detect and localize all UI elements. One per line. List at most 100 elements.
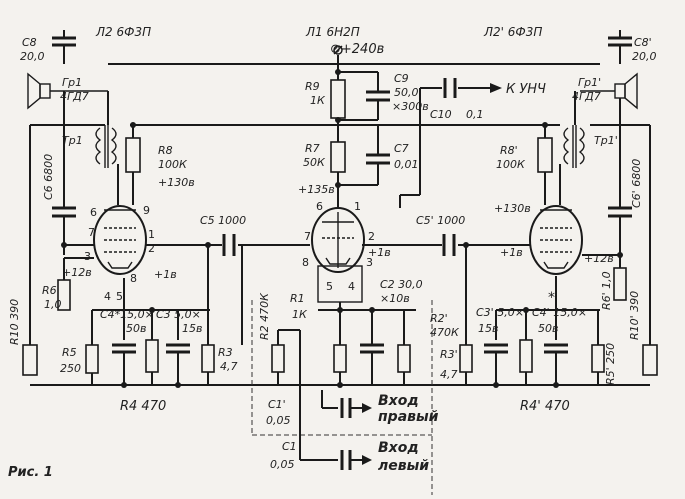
left-pin-8: 8 xyxy=(130,272,137,285)
gr1p-label: Гр1' xyxy=(578,76,601,89)
input-left-label-a: Вход xyxy=(378,440,419,456)
c8p-label: C8' xyxy=(634,36,652,49)
center-pin-4: 4 xyxy=(348,280,355,293)
c5-label: C5 1000 xyxy=(200,214,246,227)
c1-value: 0,05 xyxy=(270,458,295,471)
r7-label: R7 xyxy=(305,142,320,155)
c1-capacitor xyxy=(340,450,372,470)
r9-value: 1К xyxy=(310,94,326,107)
c2-voltage: ×10в xyxy=(380,292,410,305)
r9-label: R9 xyxy=(305,80,320,93)
r8p-value: 100К xyxy=(496,158,526,171)
r2p-value: 470К xyxy=(430,326,460,339)
center-plus135: +135в xyxy=(298,183,335,196)
c1p-value: 0,05 xyxy=(266,414,291,427)
r4-resistor xyxy=(145,339,159,373)
center-pin-6: 6 xyxy=(316,200,323,213)
right-star: * xyxy=(548,290,555,306)
left-pin-1: 1 xyxy=(148,228,155,241)
c6-capacitor xyxy=(52,91,76,255)
input-left-label-b: левый xyxy=(378,458,429,474)
r7-resistor xyxy=(330,141,346,173)
c10-capacitor xyxy=(443,78,457,98)
center-pin-1: 1 xyxy=(354,200,361,213)
c8-capacitor xyxy=(52,30,76,64)
right-output-transformer xyxy=(559,91,585,205)
right-plus130: +130в xyxy=(494,202,531,215)
left-pin-4: 4 xyxy=(104,290,111,303)
left-output-transformer xyxy=(95,91,119,205)
center-tube-label: Л1 6Н2П xyxy=(305,25,360,39)
gr1-value: 4ГД7 xyxy=(60,90,89,103)
c8-label: C8 xyxy=(22,36,37,49)
c8-value: 20,0 xyxy=(20,50,45,63)
c4-capacitor xyxy=(112,343,136,372)
center-pin-8: 8 xyxy=(302,256,309,269)
c7-capacitor xyxy=(366,125,390,178)
right-wiring xyxy=(434,125,651,386)
c7-label: C7 xyxy=(394,142,409,155)
r10-potentiometer xyxy=(22,344,38,376)
c9-value: 50,0 xyxy=(394,86,419,99)
r2p-label: R2' xyxy=(430,312,448,325)
c4-label: C4*15,0× xyxy=(100,308,154,321)
c1-label: C1 xyxy=(282,440,297,453)
c3-label: C3 5,0× xyxy=(156,308,201,321)
left-pin-2: 2 xyxy=(148,242,155,255)
left-pin-6: 6 xyxy=(90,206,97,219)
r3-value: 4,7 xyxy=(220,360,238,373)
c8p-value: 20,0 xyxy=(632,50,657,63)
c6-label: C6 6800 xyxy=(42,154,55,200)
r4p-label: R4' 470 xyxy=(520,399,570,414)
c5-capacitor xyxy=(222,234,236,256)
center-pin-3: 3 xyxy=(366,256,373,269)
gr1p-value: 4ГД7 xyxy=(572,90,601,103)
c9-voltage: ×300в xyxy=(392,100,429,113)
left-wiring xyxy=(29,125,310,386)
left-pin-3: 3 xyxy=(84,250,91,263)
r5p-resistor xyxy=(591,344,605,373)
r10p-label: R10' 390 xyxy=(628,291,641,340)
r6p-resistor xyxy=(613,267,627,301)
input-right-label-b: правый xyxy=(378,409,439,425)
c4-voltage: 50в xyxy=(126,322,146,335)
c5p-label: C5' 1000 xyxy=(416,214,465,227)
c4p-capacitor xyxy=(544,343,568,372)
r6-label: R6 xyxy=(42,284,57,297)
c3p-voltage: 15в xyxy=(478,322,498,335)
r10-label: R10 390 xyxy=(8,299,21,345)
c2-capacitor xyxy=(360,343,384,360)
r2-label: R2 470К xyxy=(258,292,271,340)
center-pin-2: 2 xyxy=(368,230,375,243)
r10p-potentiometer xyxy=(642,344,658,376)
right-plus12: +12в xyxy=(584,252,614,265)
r5-resistor xyxy=(85,344,99,374)
r2p-resistor xyxy=(397,344,411,373)
c4p-label: C4' 15,0× xyxy=(532,306,587,319)
r4-label: R4 470 xyxy=(120,399,166,414)
supply-label: ⊘+240в xyxy=(330,42,384,57)
r1-value: 1К xyxy=(292,308,308,321)
c7-value: 0,01 xyxy=(394,158,419,171)
r8-label: R8 xyxy=(158,144,173,157)
c3-capacitor xyxy=(166,343,190,372)
c3p-capacitor xyxy=(484,343,508,372)
tr1-label: Тр1 xyxy=(62,134,83,147)
r4p-resistor xyxy=(519,339,533,373)
r6-resistor xyxy=(57,279,71,311)
c9-capacitor xyxy=(366,80,390,112)
left-tube-label: Л2 6Ф3П xyxy=(95,25,151,39)
c5p-capacitor xyxy=(442,234,456,256)
r3-label: R3 xyxy=(218,346,233,359)
c8p-capacitor xyxy=(608,30,632,58)
junction-dots xyxy=(61,69,623,388)
r5p-label: R5' 250 xyxy=(604,343,617,385)
center-tube xyxy=(311,207,365,303)
r1-label: R1 xyxy=(290,292,305,305)
r3p-label: R3' xyxy=(440,348,458,361)
r3-resistor xyxy=(201,344,215,373)
left-speaker xyxy=(27,72,108,110)
r6-value: 1,0 xyxy=(44,298,62,311)
tr1p-label: Тр1' xyxy=(594,134,618,147)
